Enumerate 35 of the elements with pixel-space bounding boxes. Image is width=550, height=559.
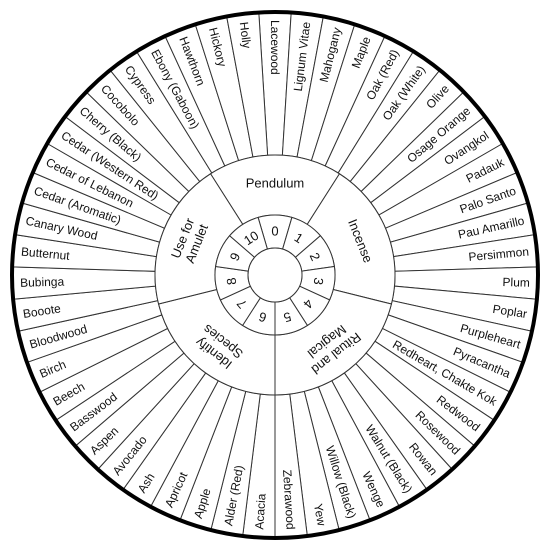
wood-name: Pau Amarillo <box>456 214 526 242</box>
scale-number: 5 <box>282 309 293 326</box>
scale-number: 7 <box>234 296 250 312</box>
scale-number: 8 <box>224 276 240 286</box>
use-label: Incense <box>345 216 376 265</box>
wood-name: Persimmon <box>468 244 530 264</box>
wood-name: Lacewood <box>268 20 282 75</box>
wood-name: Alder (Red) <box>221 464 246 527</box>
scale-number: 2 <box>306 250 324 264</box>
wood-name: Booote <box>22 301 62 322</box>
scale-number: 6 <box>257 309 268 326</box>
use-label: Pendulum <box>246 176 304 190</box>
wood-name: Poplar <box>492 302 528 322</box>
wood-name: Zebrawood <box>280 469 298 530</box>
wood-name: Butternut <box>20 244 70 263</box>
wood-name: Yew <box>310 502 329 527</box>
wood-name: Birch <box>37 357 68 381</box>
wood-name: Maple <box>348 34 374 70</box>
wood-name: Plum <box>502 275 530 290</box>
wood-name: Ash <box>134 470 158 496</box>
wood-name: Acacia <box>252 493 268 530</box>
wood-name: Hickory <box>206 26 230 68</box>
scale-number: 9 <box>226 250 244 264</box>
wood-name: Palo Santo <box>458 184 518 216</box>
scale-number: 4 <box>300 296 316 312</box>
scale-number: 3 <box>310 276 326 286</box>
use-label: Use for Amulet <box>168 216 211 266</box>
wood-name: Apple <box>191 486 214 520</box>
wood-name: Holly <box>236 21 254 50</box>
scale-number: 0 <box>271 224 279 238</box>
wood-name: Lignum Vitae <box>290 21 314 92</box>
wood-name: Wenge <box>359 469 388 510</box>
scale-number: 1 <box>292 230 306 246</box>
scale-number: 10 <box>241 228 262 248</box>
wood-name: Bubinga <box>20 274 64 290</box>
